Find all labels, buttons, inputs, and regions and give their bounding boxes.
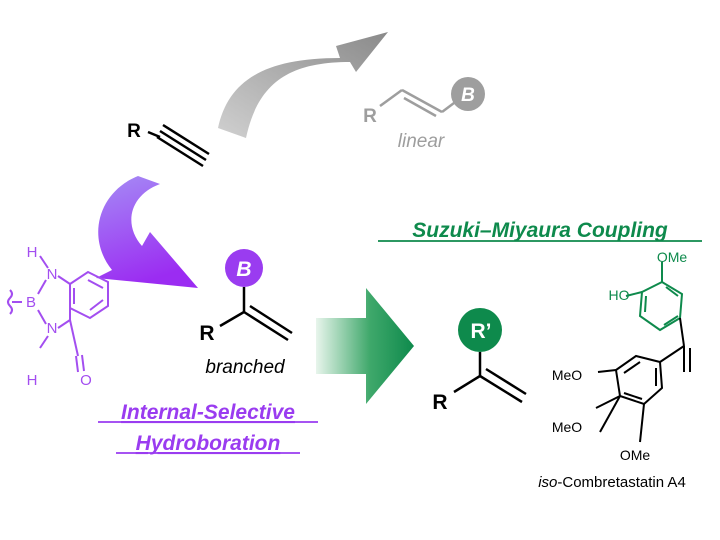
hydroboration-line1: Internal-Selective <box>121 401 295 424</box>
purple-arrow <box>96 176 198 288</box>
r-prime-circle <box>458 308 502 352</box>
gray-arrow <box>218 32 388 138</box>
h-bottom-label: H <box>27 372 38 389</box>
name-rest: -Combretastatin A4 <box>557 474 685 491</box>
combretastatin-name: iso-Combretastatin A4 <box>538 474 686 491</box>
coupled-r-label: R <box>432 391 447 414</box>
boron-protecting-group <box>7 255 109 373</box>
boron-atom-label: B <box>26 294 36 311</box>
reactant-r-label: R <box>127 121 141 142</box>
name-prefix: iso <box>538 474 557 491</box>
branched-product: B R branched <box>199 249 293 378</box>
oxygen-label: O <box>80 372 92 389</box>
suzuki-label: Suzuki–Miyaura Coupling <box>378 219 702 242</box>
boron-group-labels: B N N H H O <box>26 244 92 389</box>
branched-boron-circle <box>225 249 263 287</box>
alkyne-reactant: R <box>127 121 210 168</box>
green-arrow <box>316 288 414 404</box>
h-top-label: H <box>27 244 38 261</box>
meo-upper-label: MeO <box>552 367 582 383</box>
branched-r-label: R <box>199 322 214 345</box>
linear-boron-circle <box>451 77 485 111</box>
ome-bottom-label: OMe <box>620 447 651 463</box>
linear-boron-label: B <box>461 85 475 106</box>
linear-caption: linear <box>398 131 445 152</box>
ho-label: HO <box>609 287 630 303</box>
suzuki-title: Suzuki–Miyaura Coupling <box>412 219 668 242</box>
linear-product: R B linear <box>363 77 485 152</box>
n-bottom-label: N <box>47 320 58 337</box>
hydroboration-line2: Hydroboration <box>136 432 281 455</box>
branched-caption: branched <box>205 357 286 378</box>
n-top-label: N <box>47 266 58 283</box>
coupled-product: R’ R <box>432 308 527 414</box>
hydroboration-label: Internal-Selective Hydroboration <box>98 401 318 455</box>
linear-r-label: R <box>363 106 377 127</box>
iso-combretastatin-structure: HO OMe MeO MeO OMe iso-Combretastatin A4 <box>538 249 691 491</box>
ome-top-label: OMe <box>657 249 688 265</box>
branched-boron-label: B <box>236 258 251 281</box>
r-prime-label: R’ <box>471 320 492 343</box>
meo-lower-label: MeO <box>552 419 582 435</box>
